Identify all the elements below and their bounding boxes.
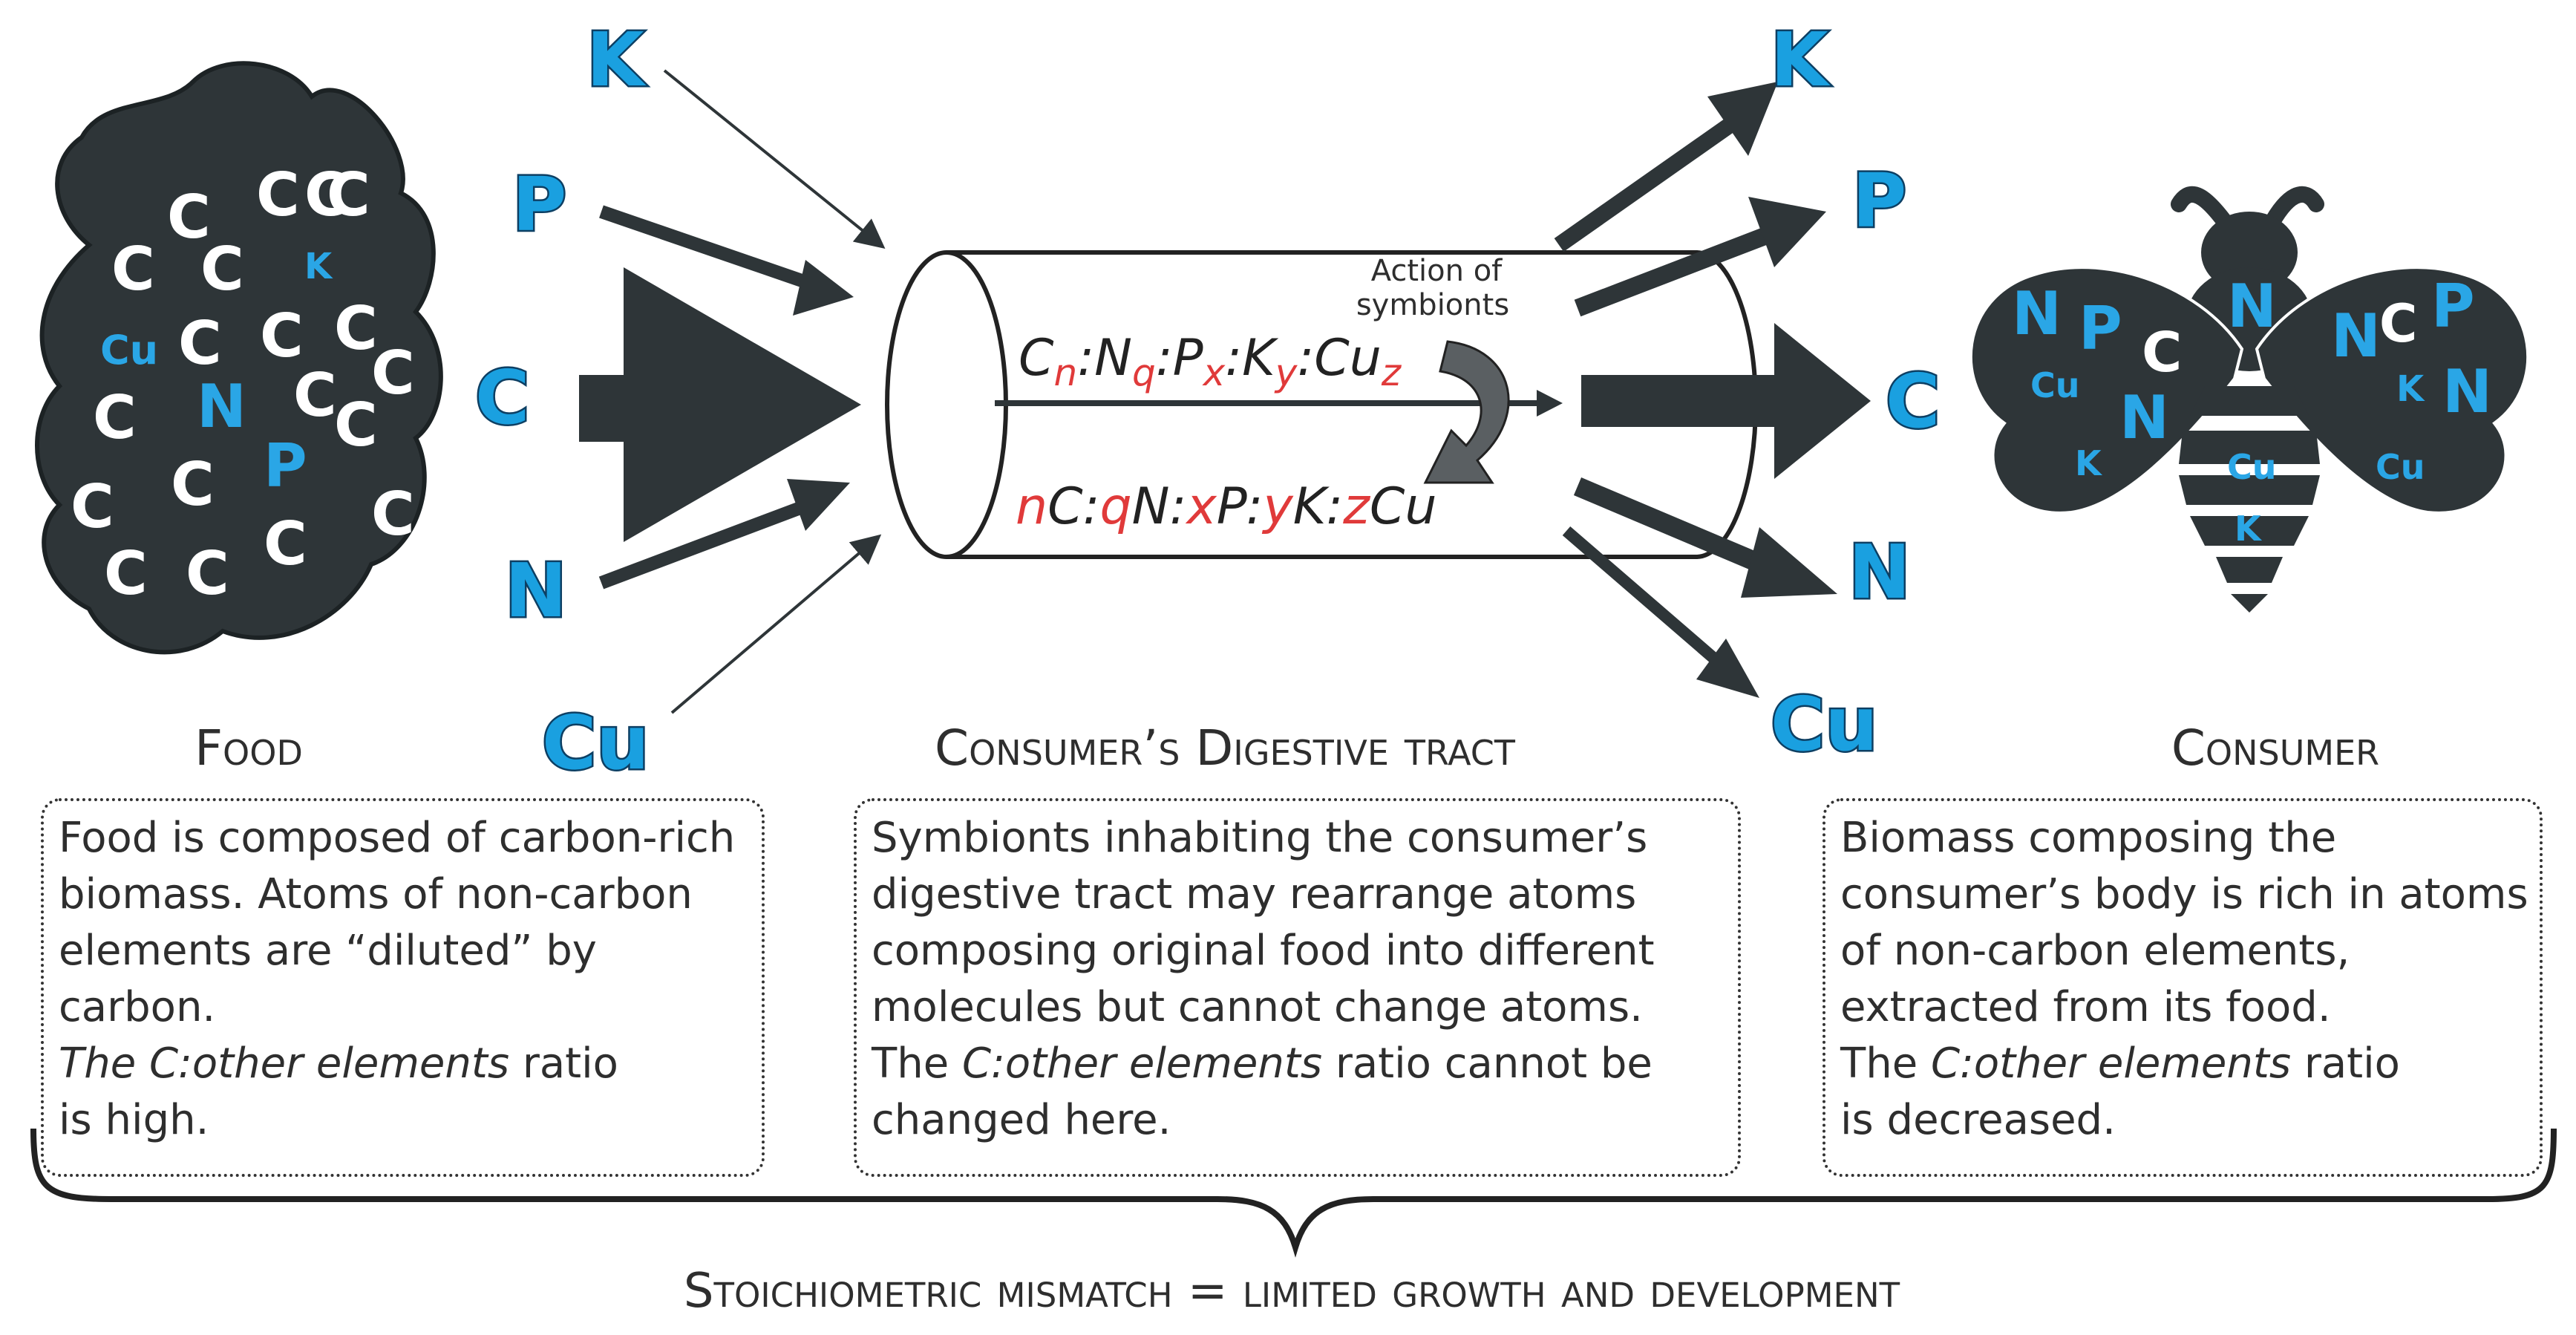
bee-atom-cu3: Cu xyxy=(2376,447,2425,487)
bee-atom-k3: K xyxy=(2235,509,2263,549)
input-arrow-potassium xyxy=(663,69,886,249)
symbionts-label-line1: Action of xyxy=(1371,254,1503,288)
food-carbon-atom: C xyxy=(264,509,307,578)
food-carbon-atom: C xyxy=(200,235,244,304)
input-nitrogen-label: N xyxy=(505,547,567,634)
food-carbon-atom: C xyxy=(334,391,378,460)
food-carbon-atom: C xyxy=(293,361,337,430)
symbiont-curved-arrow xyxy=(1423,340,1510,484)
bee-atom-n4: N xyxy=(2331,301,2381,371)
consumer-description-box: Biomass composing the consumer’s body is… xyxy=(1823,798,2543,1177)
food-description-text: Food is composed of carbon-rich biomass.… xyxy=(59,814,736,1144)
food-carbon-atom: C xyxy=(371,339,415,408)
food-nitrogen-atom: N xyxy=(197,372,246,441)
symbionts-label-line2: symbionts xyxy=(1356,288,1509,322)
title-digestive-tract: Consumer’s Digestive tract xyxy=(935,719,1516,777)
input-arrow-phosphorus xyxy=(599,205,830,296)
bee-atom-p1: P xyxy=(2079,294,2122,363)
output-phosphorus-label: P xyxy=(1852,157,1906,244)
tract-ratio-italic: C:other elements xyxy=(961,1039,1323,1088)
bee-wing-left xyxy=(1969,266,2244,515)
bee-atom-p2: P xyxy=(2431,272,2475,341)
food-carbon-atom: C xyxy=(334,294,378,363)
bee-atom-n1: N xyxy=(2012,279,2062,348)
digestive-tract-cylinder xyxy=(885,250,1758,559)
input-arrow-copper xyxy=(670,534,882,714)
food-carbon-atom: C xyxy=(178,309,222,378)
footer-conclusion: Stoichiometric mismatch = limited growth… xyxy=(684,1264,1900,1319)
input-arrow-nitrogen-head xyxy=(787,479,850,531)
food-carbon-atom: C xyxy=(93,383,137,452)
formula-top: Cn:Nq:Px:Ky:Cuz xyxy=(1019,329,1402,394)
bee-atom-n5: N xyxy=(2442,357,2492,426)
bee-atom-n3: N xyxy=(2227,272,2277,341)
food-carbon-atom: C xyxy=(186,539,229,608)
output-potassium-label: K xyxy=(1771,16,1831,103)
bee-atom-c1: C xyxy=(2142,321,2182,385)
food-ratio-italic: The C:other elements xyxy=(59,1039,510,1088)
input-arrows xyxy=(579,69,886,714)
food-carbon-atom: C xyxy=(111,235,155,304)
input-carbon-label: C xyxy=(475,354,529,441)
food-carbon-atom: C xyxy=(171,450,215,519)
bee-atom-n2: N xyxy=(2119,383,2169,452)
bee-stinger xyxy=(2231,594,2268,613)
output-nitrogen-label: N xyxy=(1848,529,1911,616)
output-arrow-copper xyxy=(1562,526,1734,677)
input-potassium-label: K xyxy=(586,16,647,103)
bee-abdomen-stripe2 xyxy=(2179,431,2320,464)
output-arrow-potassium xyxy=(1554,115,1739,252)
bee-abdomen-stripe4 xyxy=(2190,516,2309,546)
input-arrow-phosphorus-head xyxy=(793,260,854,316)
food-potassium-atom: K xyxy=(304,246,333,287)
food-carbon-atom: C xyxy=(104,539,148,608)
output-arrow-phosphorus xyxy=(1574,225,1774,317)
input-arrow-nitrogen xyxy=(598,492,827,590)
input-phosphorus-label: P xyxy=(512,161,566,248)
consumer-ratio-italic: C:other elements xyxy=(1930,1039,2292,1088)
title-consumer: Consumer xyxy=(2171,719,2379,777)
bee-wing-right xyxy=(2255,266,2530,515)
food-carbon-atom: C xyxy=(327,160,370,229)
bee-atom-cu1: Cu xyxy=(2030,365,2080,405)
food-carbon-atom: C xyxy=(371,480,415,549)
food-carbon-atom: C xyxy=(71,472,114,541)
food-carbon-atom: C xyxy=(256,160,300,229)
bee-atom-cu2: Cu xyxy=(2227,447,2277,487)
formula-bottom: nC:qN:xP:yK:zCu xyxy=(1016,477,1436,536)
food-carbon-atom: C xyxy=(167,183,211,252)
bee-atom-k1: K xyxy=(2075,443,2103,483)
food-copper-atom: Cu xyxy=(100,327,158,373)
output-arrow-carbon xyxy=(1581,323,1871,479)
consumer-description-text: Biomass composing the consumer’s body is… xyxy=(1840,814,2528,1144)
output-copper-label: Cu xyxy=(1771,681,1878,768)
bee-abdomen-stripe3 xyxy=(2179,475,2320,505)
bee-abdomen-stripe5 xyxy=(2216,557,2283,583)
bee-atom-k2: K xyxy=(2396,368,2425,410)
food-phosphorus-atom: P xyxy=(264,431,307,500)
input-copper-label: Cu xyxy=(542,699,650,786)
tract-description-box: Symbionts inhabiting the consumer’s dige… xyxy=(854,798,1741,1177)
food-carbon-atom: C xyxy=(260,301,304,371)
food-carbon-atoms: C C C C C C C C C C C C C C C C C C C xyxy=(71,160,415,608)
bee-abdomen-stripe1 xyxy=(2190,386,2309,416)
bottom-brace xyxy=(30,1128,2557,1258)
output-carbon-label: C xyxy=(1886,358,1940,445)
food-blob: C C C C C C C C C C C C C C C C C C C K … xyxy=(35,61,443,655)
output-arrows xyxy=(1554,82,1871,698)
input-arrow-carbon xyxy=(579,267,861,542)
food-carbon-atom: C xyxy=(304,160,348,229)
tract-description-text: Symbionts inhabiting the consumer’s dige… xyxy=(872,814,1655,1144)
food-description-box: Food is composed of carbon-rich biomass.… xyxy=(41,798,765,1177)
consumer-bee: N P C Cu N K N N C P K N Cu Cu K xyxy=(1969,186,2530,613)
bee-atom-c2: C xyxy=(2379,293,2417,354)
output-arrow-nitrogen xyxy=(1573,477,1775,577)
title-food: Food xyxy=(194,719,303,777)
